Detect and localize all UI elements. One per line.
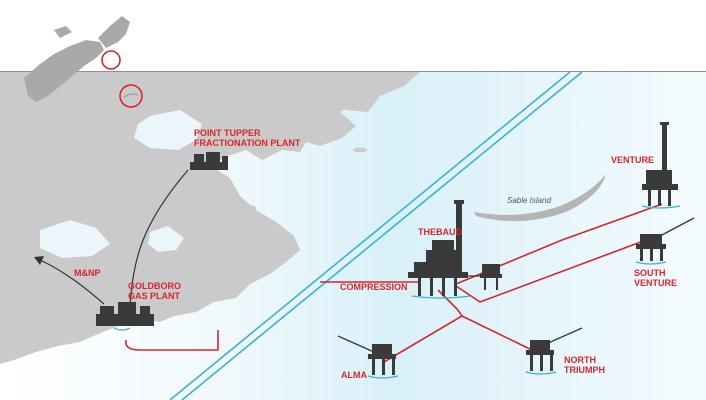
south-venture-label-line-1: SOUTH <box>634 268 666 278</box>
north-triumph-label-line-1: NORTH <box>564 355 596 365</box>
nova-scotia-inset-map-icon <box>24 16 143 108</box>
offshore-platform-icon <box>525 327 583 375</box>
thebaud-label: THEBAUD <box>418 227 462 237</box>
offshore-platform-icon <box>408 200 502 299</box>
sable-island-label: Sable Island <box>507 196 552 205</box>
point-tupper-label-line-2: FRACTIONATION PLANT <box>194 138 301 148</box>
goldboro-label-line-2: GAS PLANT <box>128 291 181 301</box>
boundary-line <box>169 71 571 400</box>
bay-inlet <box>134 110 202 150</box>
sable-island <box>474 174 606 222</box>
offshore-platform-icon <box>337 335 399 379</box>
offshore-platform-icon <box>641 122 681 209</box>
north-triumph-label-line-2: TRIUMPH <box>564 365 605 375</box>
pipeline-direction-arrow-icon <box>34 256 44 265</box>
island <box>240 205 256 211</box>
goldboro-label: GOLDBORO GAS PLANT <box>128 281 181 301</box>
bay-inlet <box>40 220 110 258</box>
island <box>264 221 276 227</box>
gas-plant-icon <box>96 302 154 331</box>
offshore-platform-icon <box>635 217 695 265</box>
boundary-line <box>181 71 583 400</box>
point-tupper-label-line-1: POINT TUPPER <box>194 128 261 138</box>
island <box>353 147 367 153</box>
north-triumph-label: NORTH TRIUMPH <box>564 355 605 375</box>
mnp-label: M&NP <box>74 268 101 278</box>
gas-plant-icon <box>190 152 228 170</box>
goldboro-label-line-1: GOLDBORO <box>128 281 181 291</box>
compression-label: COMPRESSION <box>340 282 408 292</box>
venture-label: VENTURE <box>611 155 655 165</box>
mnp-pipeline <box>39 259 105 305</box>
south-venture-label: SOUTH VENTURE <box>634 268 677 288</box>
alma-label: ALMA <box>341 370 367 380</box>
cape-breton-coast <box>292 72 420 112</box>
point-tupper-pipeline <box>129 169 189 305</box>
point-tupper-label: POINT TUPPER FRACTIONATION PLANT <box>194 128 300 148</box>
south-venture-label-line-2: VENTURE <box>634 278 678 288</box>
bay-inlet <box>148 226 184 252</box>
